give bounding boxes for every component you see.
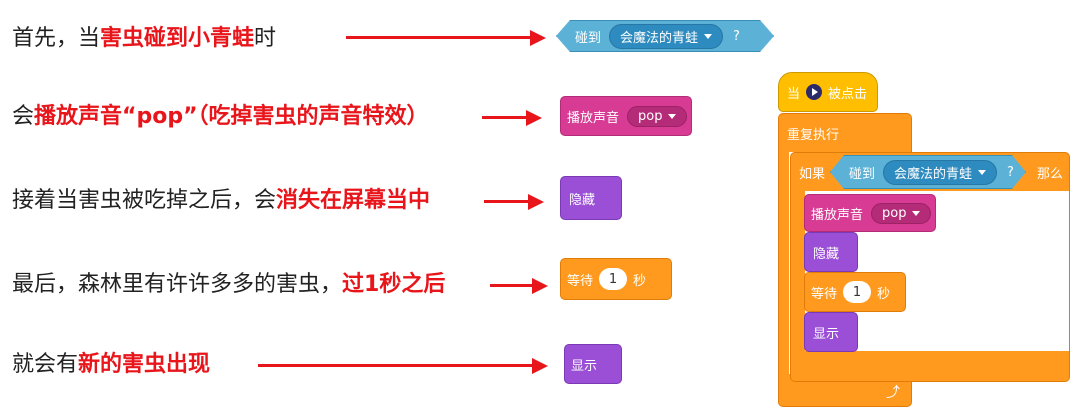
highlighted-text: 过1秒之后 — [342, 272, 446, 297]
script-touching-label: 碰到 — [849, 166, 876, 182]
script-sprite-option: 会魔法的青蛙 — [894, 166, 973, 182]
wait-block[interactable]: 等待 1 秒 — [560, 258, 672, 300]
touching-block[interactable]: 碰到 会魔法的青蛙 ? — [556, 20, 774, 52]
hide-label: 隐藏 — [569, 192, 596, 208]
plain-text: 首先，当 — [12, 26, 101, 51]
explanation-line-5: 就会有新的害虫出现 — [12, 350, 210, 380]
hat-suffix: 被点击 — [828, 86, 868, 102]
touching-label: 碰到 — [575, 30, 602, 46]
if-label: 如果 — [799, 167, 826, 182]
explanation-line-1: 首先，当害虫碰到小青蛙时 — [12, 24, 276, 54]
play-sound-label: 播放声音 — [567, 110, 620, 126]
loop-arrow-icon: ⤴ — [886, 385, 900, 401]
arrow-3 — [484, 192, 544, 212]
question-mark: ? — [733, 28, 740, 44]
highlighted-text: 害虫碰到小青蛙 — [100, 26, 255, 51]
play-sound-block[interactable]: 播放声音 pop — [560, 96, 692, 136]
highlighted-text: 播放声音“pop”（吃掉害虫的声音特效） — [34, 104, 429, 129]
arrow-4 — [490, 276, 548, 296]
sprite-dropdown[interactable]: 会魔法的青蛙 — [609, 24, 723, 49]
wait-label: 等待 — [567, 273, 594, 289]
chevron-down-icon — [912, 210, 921, 216]
chevron-down-icon — [704, 34, 712, 39]
chevron-down-icon — [668, 113, 677, 119]
then-label: 那么 — [1036, 167, 1063, 182]
plain-text: 就会有 — [12, 352, 79, 377]
script-sound-dropdown[interactable]: pop — [871, 202, 932, 224]
script-wait-block[interactable]: 等待 1 秒 — [804, 272, 906, 312]
script-hide-label: 隐藏 — [813, 246, 840, 262]
script-wait-unit: 秒 — [877, 286, 891, 302]
show-label: 显示 — [571, 358, 598, 374]
chevron-down-icon — [978, 170, 986, 175]
plain-text: 最后，森林里有许许多多的害虫， — [12, 272, 343, 297]
highlighted-text: 消失在屏幕当中 — [276, 188, 431, 213]
script-play-sound-label: 播放声音 — [811, 207, 864, 223]
arrow-5 — [258, 356, 548, 376]
show-block[interactable]: 显示 — [564, 344, 622, 384]
arrow-2 — [482, 108, 542, 128]
sound-option: pop — [638, 108, 663, 124]
explanation-line-3: 接着当害虫被吃掉之后，会消失在屏幕当中 — [12, 186, 430, 216]
script-sprite-dropdown[interactable]: 会魔法的青蛙 — [883, 160, 997, 185]
script-touching-block[interactable]: 碰到 会魔法的青蛙 ? — [830, 155, 1026, 189]
wait-unit: 秒 — [633, 273, 647, 289]
question-mark: ? — [1007, 164, 1014, 180]
wait-seconds-input[interactable]: 1 — [599, 268, 628, 290]
highlighted-text: 新的害虫出现 — [78, 352, 211, 377]
when-flag-clicked-block[interactable]: 当 被点击 — [778, 72, 878, 112]
script-sound-option: pop — [882, 205, 907, 221]
script-wait-label: 等待 — [811, 286, 838, 302]
explanation-line-4: 最后，森林里有许许多多的害虫，过1秒之后 — [12, 270, 445, 300]
forever-label: 重复执行 — [787, 128, 840, 143]
hide-block[interactable]: 隐藏 — [560, 176, 622, 220]
explanation-line-2: 会播放声音“pop”（吃掉害虫的声音特效） — [12, 102, 429, 132]
script-show-block[interactable]: 显示 — [804, 312, 858, 352]
sprite-option: 会魔法的青蛙 — [620, 30, 699, 46]
plain-text: 会 — [12, 104, 35, 129]
green-flag-icon — [806, 84, 823, 100]
sound-dropdown[interactable]: pop — [627, 105, 688, 127]
arrow-1 — [346, 28, 546, 48]
script-wait-seconds-input[interactable]: 1 — [843, 281, 872, 303]
script-hide-block[interactable]: 隐藏 — [804, 232, 858, 272]
hat-prefix: 当 — [787, 86, 801, 102]
plain-text: 接着当害虫被吃掉之后，会 — [12, 188, 277, 213]
plain-text: 时 — [254, 26, 277, 51]
script-show-label: 显示 — [813, 326, 840, 342]
script-play-sound-block[interactable]: 播放声音 pop — [804, 194, 936, 232]
